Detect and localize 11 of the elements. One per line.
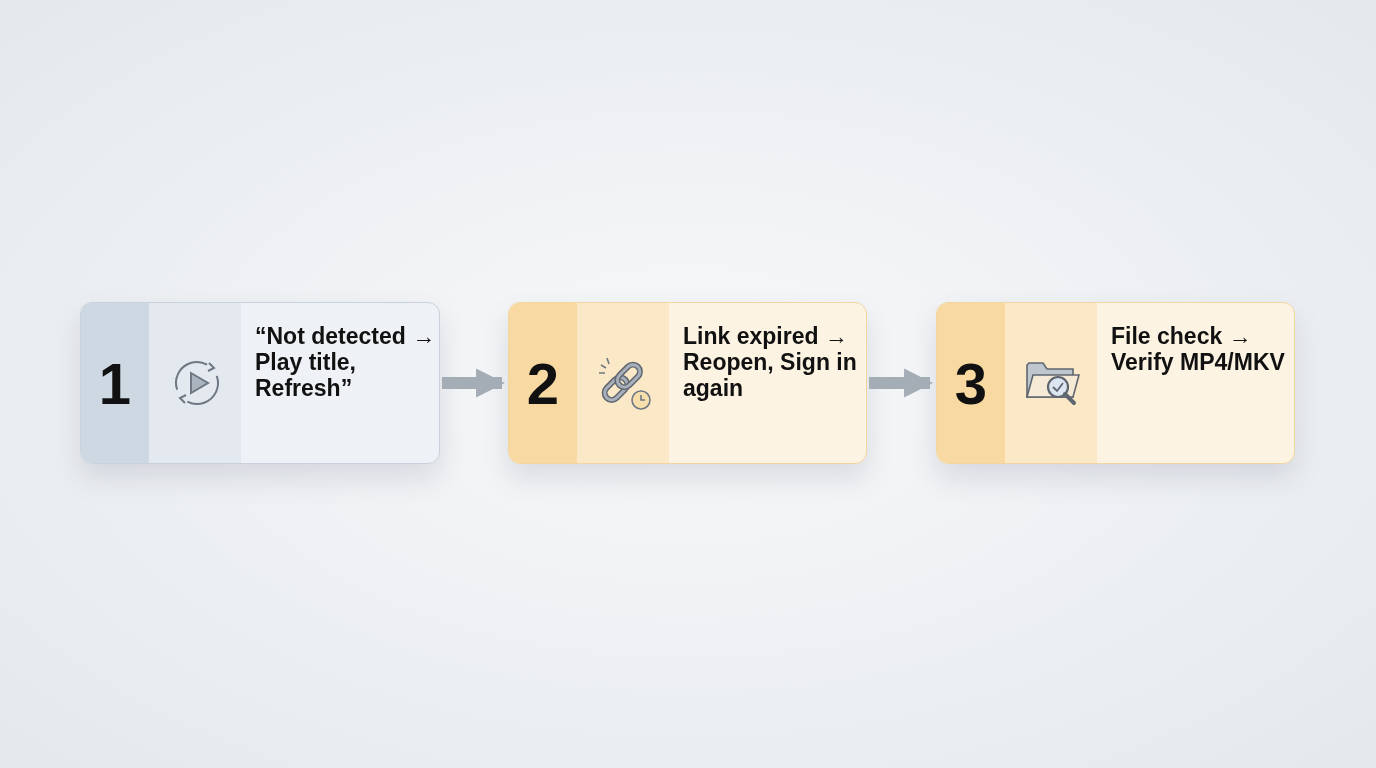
step-title: File check → Verify MP4/MKV (1111, 323, 1286, 375)
step-number: 3 (953, 349, 989, 417)
step-title: Link expired → Reopen, Sign in again (683, 323, 858, 401)
arrow (442, 368, 505, 398)
step-number: 1 (97, 349, 133, 417)
step-card (80, 302, 440, 464)
arrow (869, 368, 933, 398)
step-title: “Not detected → Play title, Refresh” (255, 323, 437, 401)
step-number: 2 (525, 349, 561, 417)
step-card (936, 302, 1295, 464)
step-card (508, 302, 867, 464)
